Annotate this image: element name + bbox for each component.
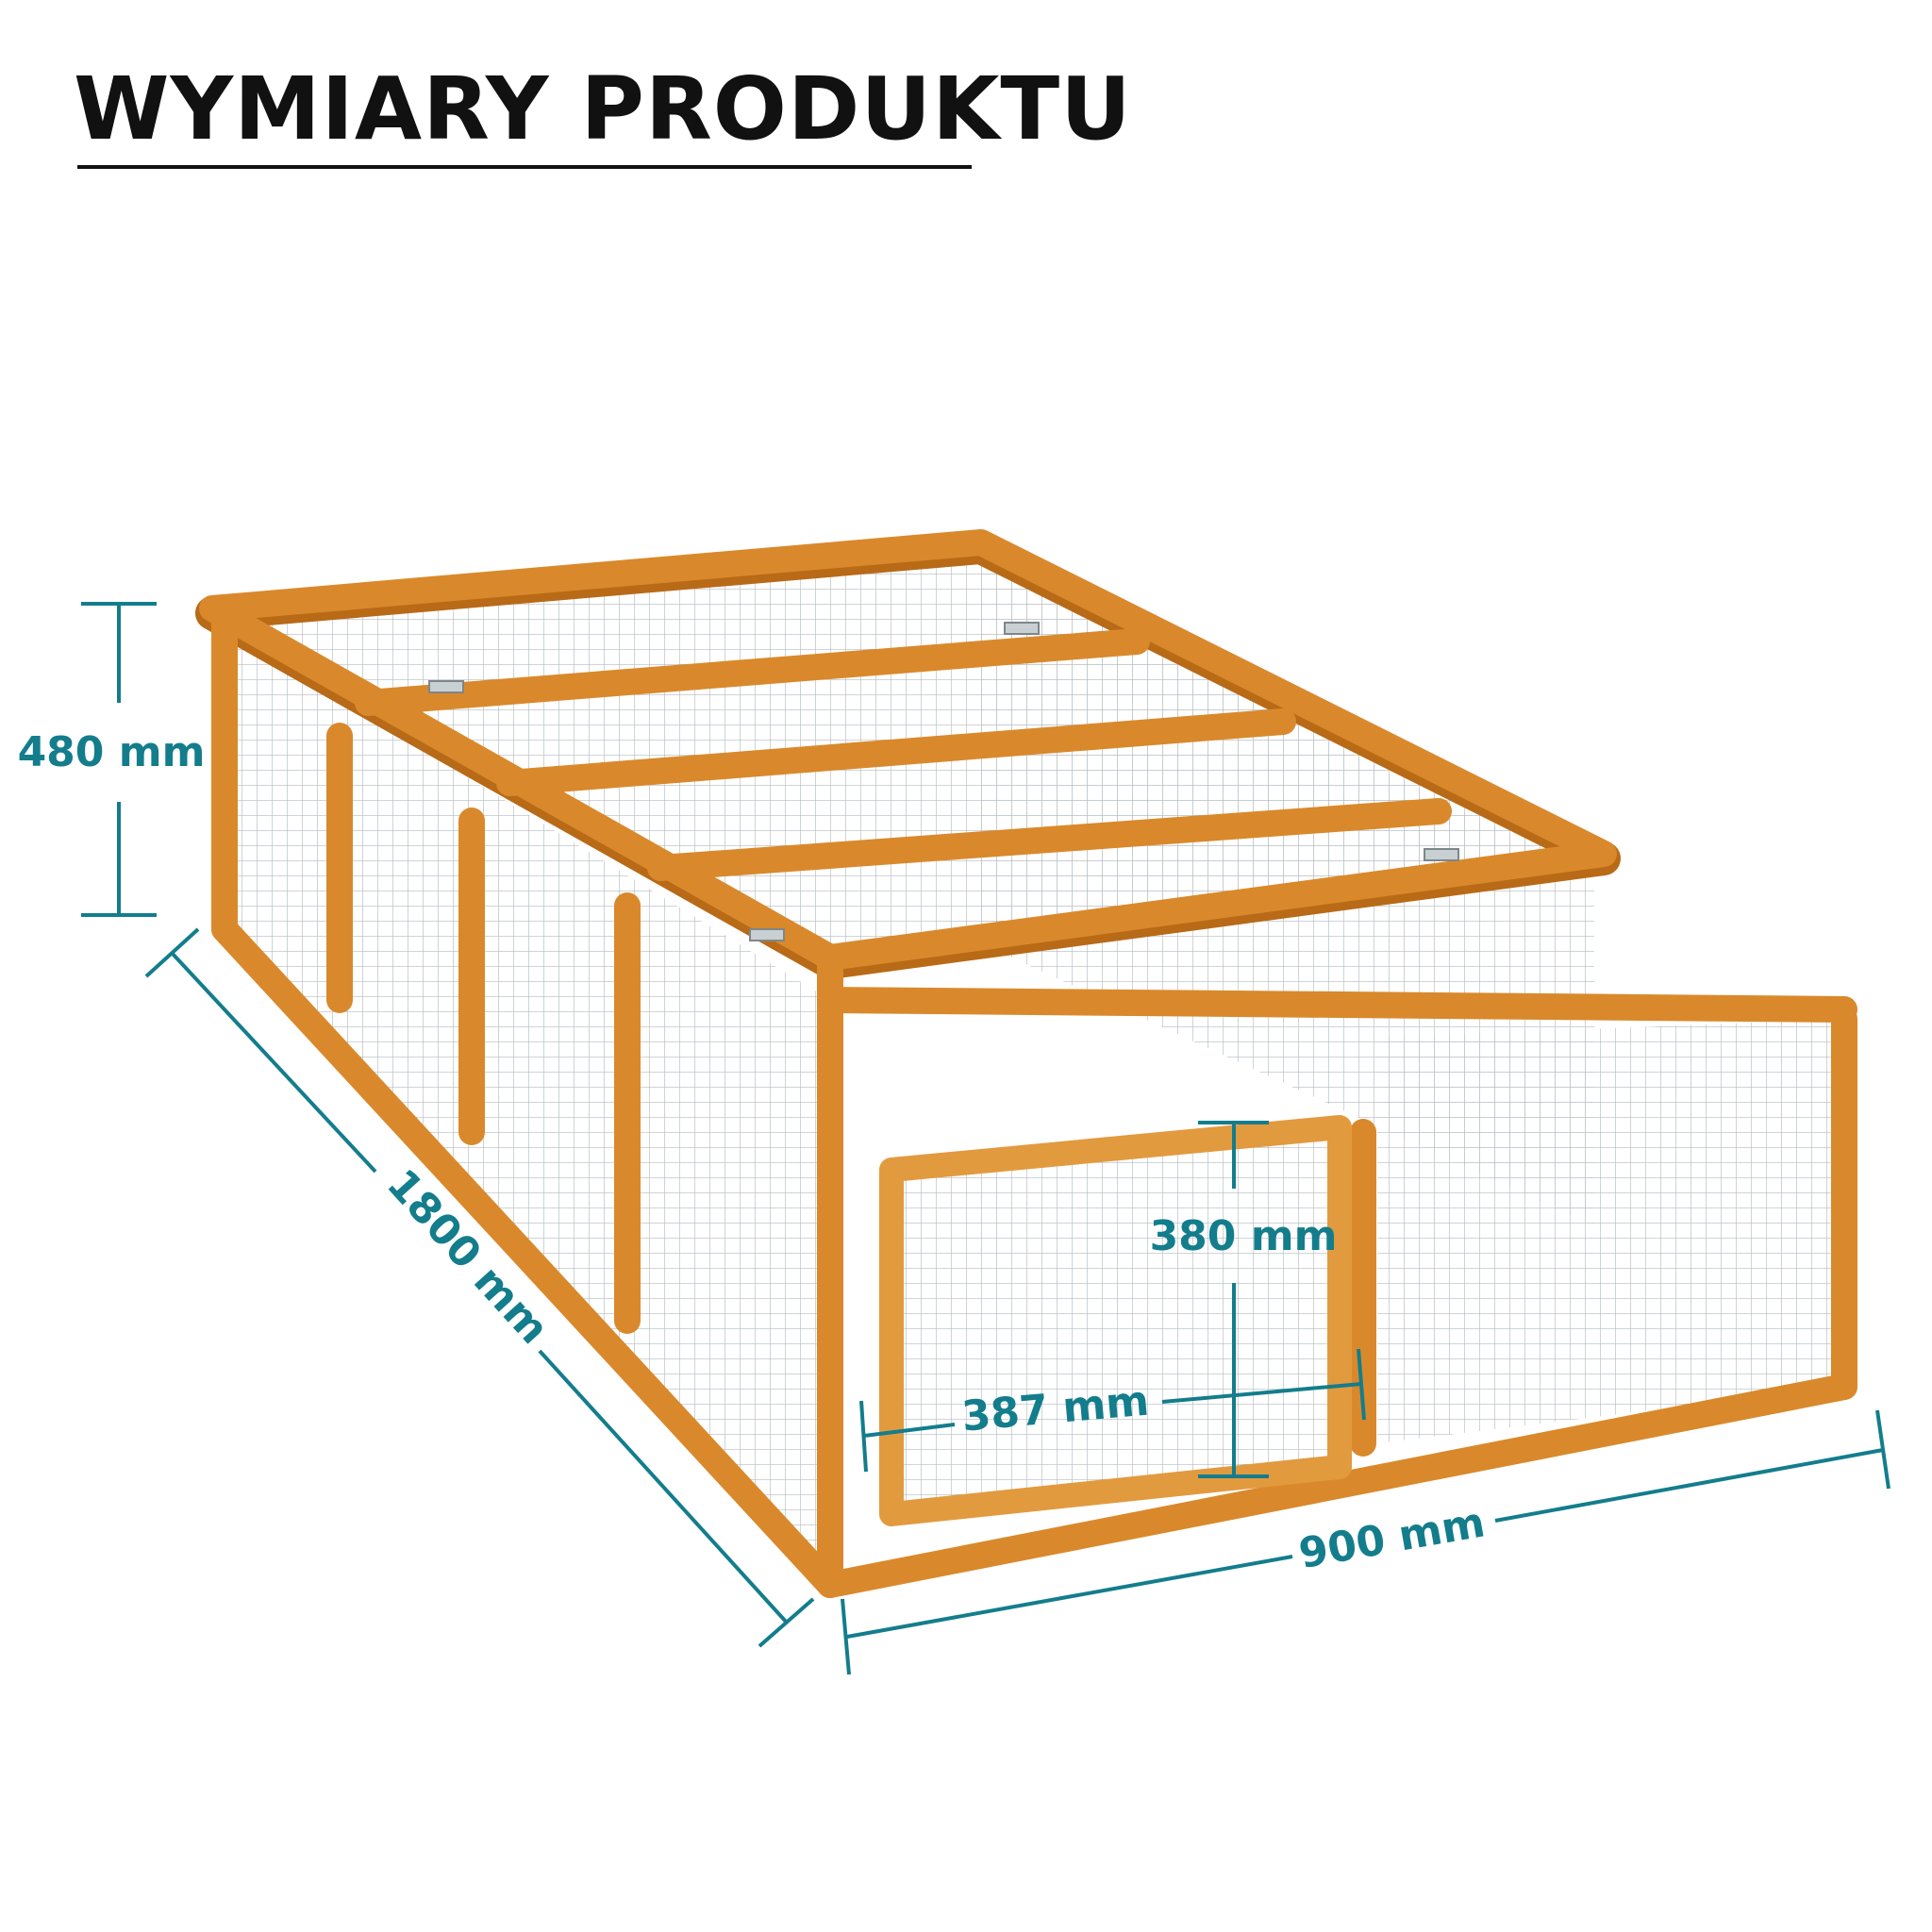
door-frame [879, 1115, 1352, 1526]
top-rim [199, 529, 1617, 971]
hinge-3 [749, 928, 785, 941]
title-underline [77, 165, 972, 169]
width-line-left [846, 1555, 1293, 1639]
width-cap-left [841, 1598, 851, 1675]
label-height: 480 mm [18, 728, 206, 776]
hinge-4 [1424, 848, 1459, 861]
top-beam-1 [355, 628, 1150, 716]
hinge-2 [1004, 622, 1040, 635]
hinges [428, 622, 1459, 941]
top-beam-3 [647, 798, 1452, 881]
door-width-line-left [863, 1423, 956, 1438]
mesh-left-side [231, 632, 830, 1566]
page-title: WYMIARY PRODUKTU [74, 58, 1132, 159]
length-line-lower [538, 1349, 789, 1624]
hinge-1 [428, 680, 464, 693]
dimension-lines [81, 602, 1890, 1675]
label-door-height: 380 mm [1150, 1212, 1338, 1260]
mesh-door [901, 1132, 1330, 1519]
length-line-upper [170, 951, 377, 1174]
bottom-rail-front [817, 1374, 1857, 1598]
width-line-right [1494, 1448, 1884, 1523]
front-top-rail [817, 987, 1857, 1023]
width-cap-right [1875, 1409, 1890, 1490]
bottom-rail-left [211, 916, 843, 1598]
wood-frame [195, 529, 1857, 1598]
label-width: 900 mm [1295, 1498, 1489, 1578]
door-width-line-right [1161, 1382, 1362, 1404]
door-width-cap-left [859, 1400, 868, 1473]
top-beam-2 [496, 708, 1296, 796]
